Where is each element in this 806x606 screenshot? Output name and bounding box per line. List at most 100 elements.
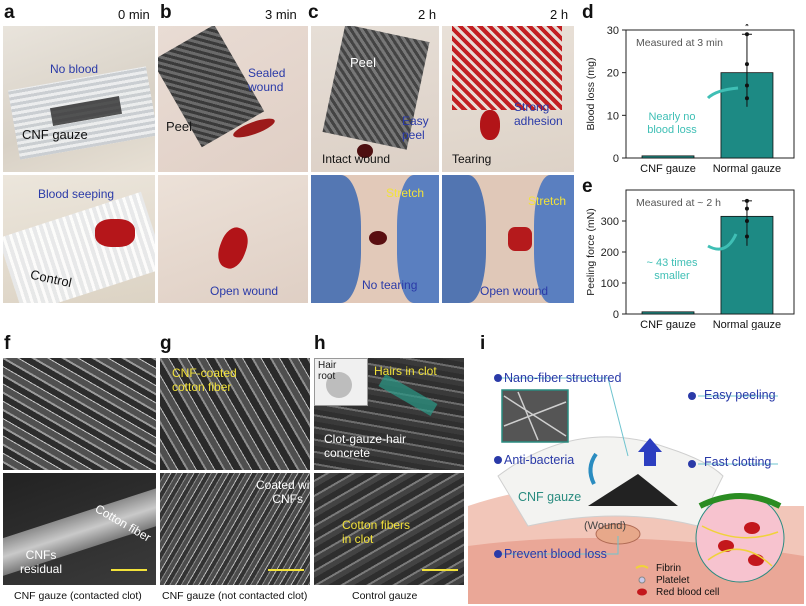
intact-wound-label: Intact wound [322,152,391,166]
y-tick-label: 300 [601,216,619,228]
fibrin-label: Fibrin [656,563,682,574]
caption-f: CNF gauze (contacted clot) [14,590,142,602]
photo-b-open [158,175,308,303]
panel-c-time-right: 2 h [550,7,569,22]
sem-h-bottom [314,473,464,585]
anti-bacteria-label: Anti-bacteria [504,453,575,467]
panel-a-label: a [4,2,15,23]
prevent-blood-loss-label: Prevent blood loss [504,547,607,561]
data-point [744,198,749,203]
easy-peel-label: Easy peel [402,114,429,142]
sem-f-bottom [3,473,156,585]
bar-0 [641,311,695,315]
sem-g-bottom [160,473,310,585]
panel-f-label: f [4,333,11,354]
data-point [744,219,749,223]
annotation-arrow [706,86,739,100]
data-point [744,83,749,88]
data-point [744,32,749,37]
cnfs-residual-label: CNFs residual [20,548,63,576]
photo-c-easy-peel [311,26,439,172]
stretch-label-left: Stretch [386,186,425,200]
data-point [744,96,749,101]
photo-a-cnf-gauze [3,26,155,172]
open-wound-label-b: Open wound [210,284,279,298]
no-tearing-label: No tearing [362,278,418,292]
rbc-label: Red blood cell [656,587,720,598]
peel-label-b: Peel [166,119,193,134]
panel-a-time: 0 min [118,7,150,22]
schematic-i [468,374,804,604]
fast-clotting-label: Fast clotting [704,455,772,469]
x-tick-label: Normal gauze [713,319,781,330]
photo-a-control [3,175,155,303]
cnf-gauze-label-i: CNF gauze [518,490,582,504]
panel-h-label: h [314,333,326,354]
annotation-line: blood loss [647,124,697,136]
panel-b-time: 3 min [265,7,297,22]
data-point [744,62,749,67]
platelet-label: Platelet [656,575,690,586]
chart-peeling-force: 0 100 200 300 Peeling force (mN) Measured at … [585,189,795,330]
nano-fiber-label: Nano-fiber structured [504,371,622,385]
y-tick-label: 0 [613,153,619,165]
bar-0 [641,155,695,159]
annotation-line: smaller [654,270,690,282]
panel-c-time-left: 2 h [418,7,437,22]
y-tick-label: 10 [607,110,619,122]
x-tick-label: CNF gauze [640,163,696,174]
no-blood-label: No blood [50,62,99,76]
peel-label-c: Peel [350,55,377,70]
y-tick-label: 30 [607,25,619,37]
y-axis-label: Peeling force (mN) [585,208,597,296]
panel-g-label: g [160,333,172,354]
cnf-gauze-label-a: CNF gauze [22,127,88,142]
y-axis-label: Blood loss (mg) [585,58,597,131]
y-tick-label: 200 [601,247,619,259]
open-wound-label-c: Open wound [480,284,549,298]
y-tick-label: 20 [607,68,619,80]
chart-note: Measured at ~ 2 h [636,197,721,209]
y-tick-label: 100 [601,278,619,290]
x-tick-label: CNF gauze [640,319,696,330]
easy-peeling-label: Easy peeling [704,388,776,402]
panel-b-label: b [160,2,172,23]
strong-adhesion-label: Strong adhesion [514,100,563,128]
cotton-in-clot-label: Cotton fibers in clot [342,518,411,546]
annotation-arrow [707,233,738,251]
photo-c-open-wound [442,175,574,303]
bar-1 [720,72,774,159]
stretch-label-right: Stretch [528,194,567,208]
clot-concrete-label: Clot-gauze-hair concrete [324,432,407,460]
x-tick-label: Normal gauze [713,163,781,174]
cnf-coated-label: CNF-coated cotton fiber [172,366,237,394]
coated-with-cnfs-label: Coated with CNFs [256,478,320,506]
panel-e-label: e [582,176,593,197]
photo-c-no-tearing [311,175,439,303]
annotation-line: Nearly no [648,111,695,123]
sem-f-top [3,358,156,470]
wound-label-i: (Wound) [584,520,626,532]
tearing-label: Tearing [452,152,492,166]
data-point [744,206,749,211]
annotation-line: ~ 43 times [646,257,698,269]
y-tick-label: 0 [613,309,619,321]
significance-mark: * [745,24,750,33]
panel-d-label: d [582,2,594,23]
blood-seeping-label: Blood seeping [38,187,115,201]
hair-root-label: Hair root [318,360,337,382]
data-point [744,234,749,239]
chart-note: Measured at 3 min [636,37,723,49]
panel-i-label: i [480,333,486,354]
sealed-wound-label: Sealed wound [248,66,286,94]
sem-h-top [314,358,464,470]
plot-frame [625,29,795,159]
hairs-in-clot-label: Hairs in clot [374,364,437,378]
sem-g-top [160,358,310,470]
photo-b-sealed [158,26,308,172]
photo-c-strong-adhesion [442,26,574,172]
caption-h: Control gauze [352,590,418,602]
panel-c-label: c [308,2,319,23]
caption-g: CNF gauze (not contacted clot) [162,590,308,602]
